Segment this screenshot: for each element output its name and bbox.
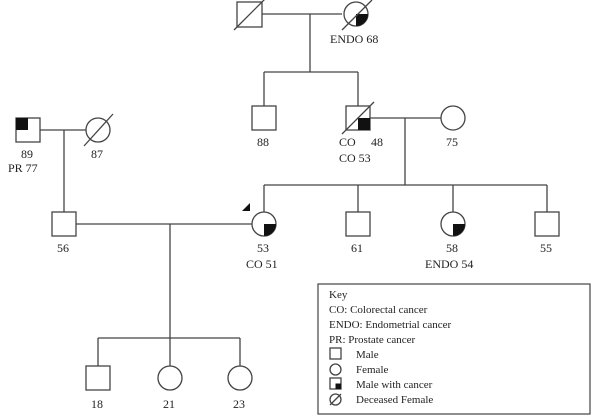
brother2-age: 55 [540,241,552,255]
grandfather-maternal-age: 48 [371,135,383,149]
uncle-age: 88 [257,135,269,149]
child-female-symbol [157,365,183,391]
paternal-grandmother-age: 87 [91,147,103,161]
legend-item-endo: ENDO: Endometrial cancer [329,319,452,331]
deceased-female-legend-icon [329,393,342,406]
grandfather-maternal-line2: CO 53 [339,151,371,165]
legend-box: Key CO: Colorectal cancer ENDO: Endometr… [317,283,591,415]
legend-symbol-male: Male [356,349,379,361]
deceased-male-symbol [233,0,265,31]
proband-diagnosis: CO 51 [246,257,278,271]
legend-title: Key [329,289,348,301]
paternal-grandfather-age: 89 [21,147,33,161]
brother-male-symbol [345,211,371,237]
deceased-male-with-cancer-symbol [341,101,375,135]
proband-female-with-cancer-symbol [251,211,277,237]
uncle-male-symbol [251,105,277,131]
grandmother-diagnosis: ENDO 68 [330,32,378,46]
male-with-cancer-legend-icon [329,377,342,390]
male-with-cancer-symbol [15,117,41,143]
grandmother-maternal-age: 75 [446,135,458,149]
legend-item-pr: PR: Prostate cancer [329,334,415,346]
paternal-grandfather-diagnosis: PR 77 [8,161,38,175]
father-age: 56 [57,241,69,255]
deceased-female-with-cancer-symbol [341,0,373,31]
female-symbol [440,105,466,131]
male-legend-icon [329,347,342,360]
child-male-symbol [85,365,111,391]
deceased-female-symbol [83,113,114,147]
child-female-symbol [227,365,253,391]
child3-age: 23 [233,397,245,411]
legend-item-co: CO: Colorectal cancer [329,304,428,316]
legend-symbol-female: Female [356,364,388,376]
female-legend-icon [329,363,342,376]
proband-arrow [242,203,250,211]
brother1-age: 61 [351,241,363,255]
father-male-symbol [51,211,77,237]
sister-diagnosis: ENDO 54 [425,257,473,271]
child1-age: 18 [91,397,103,411]
proband-age: 53 [257,241,269,255]
legend-symbol-deceased-female: Deceased Female [356,394,433,406]
brother2-male-symbol [534,211,560,237]
grandfather-maternal-line1: CO [339,135,356,149]
sister-age: 58 [446,241,458,255]
sister-female-with-cancer-symbol [440,211,466,237]
child2-age: 21 [163,397,175,411]
gen1-couple: ENDO 68 [233,0,378,46]
legend-symbol-male-cancer: Male with cancer [356,379,433,391]
